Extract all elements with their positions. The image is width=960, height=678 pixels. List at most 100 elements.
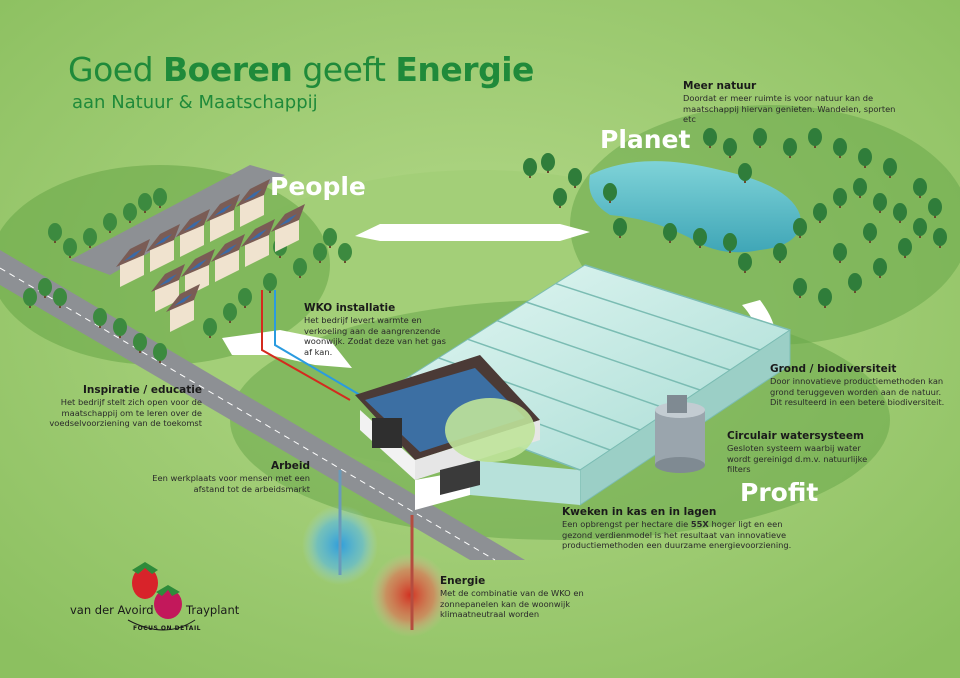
tree: [858, 148, 872, 168]
house: [176, 209, 210, 257]
tree: [723, 138, 737, 158]
tree: [113, 318, 127, 338]
tree: [553, 188, 567, 208]
house: [151, 264, 185, 312]
tree: [83, 228, 97, 248]
tree: [773, 243, 787, 263]
label-arbeid: Arbeid Een werkplaats voor mensen met ee…: [140, 460, 310, 494]
tree: [738, 253, 752, 273]
road-marking: [0, 267, 496, 561]
water-tank: [655, 395, 705, 473]
barn: [355, 355, 540, 510]
tree: [613, 218, 627, 238]
tree: [898, 238, 912, 258]
house: [206, 194, 240, 242]
lake: [589, 161, 801, 253]
tree: [541, 153, 555, 173]
label-meer-natuur: Meer natuur Doordat er meer ruimte is vo…: [683, 80, 908, 125]
tree: [313, 243, 327, 263]
tree: [133, 333, 147, 353]
tree: [753, 128, 767, 148]
subtitle: aan Natuur & Maatschappij: [72, 92, 318, 113]
tree: [933, 228, 947, 248]
tree: [693, 228, 707, 248]
tree: [603, 183, 617, 203]
logo-trayplant: Trayplant: [186, 603, 240, 617]
tree: [833, 188, 847, 208]
tree: [293, 258, 307, 278]
label-grond: Grond / biodiversiteit Door innovatieve …: [770, 363, 945, 408]
tree: [153, 188, 167, 208]
label-kweken-desc: Een opbrengst per hectare die 55X hoger …: [562, 519, 792, 550]
label-inspiratie-title: Inspiratie / educatie: [82, 384, 202, 396]
label-inspiratie: Inspiratie / educatie Het bedrijf stelt …: [40, 384, 202, 429]
tree: [883, 158, 897, 178]
pillar-people: People: [270, 172, 366, 201]
tree: [663, 223, 677, 243]
tree: [848, 273, 862, 293]
label-arbeid-title: Arbeid: [270, 460, 310, 472]
tree: [338, 243, 352, 263]
cycle-arrow-left: [222, 330, 352, 368]
tree: [863, 223, 877, 243]
label-kweken: Kweken in kas en in lagen Een opbrengst …: [562, 506, 792, 551]
tree: [913, 178, 927, 198]
tree: [223, 303, 237, 323]
tree: [238, 288, 252, 308]
tree: [873, 258, 887, 278]
tree: [93, 308, 107, 328]
label-energie-desc: Met de combinatie van de WKO en zonnepan…: [440, 588, 584, 619]
house: [166, 284, 200, 332]
tree: [833, 138, 847, 158]
tree: [928, 198, 942, 218]
house: [241, 219, 275, 267]
trees: [23, 128, 947, 363]
tree: [893, 203, 907, 223]
tree: [873, 193, 887, 213]
tree: [808, 128, 822, 148]
tree: [53, 288, 67, 308]
tree: [723, 233, 737, 253]
label-energie-title: Energie: [440, 575, 486, 587]
label-circulair: Circulair watersysteem Gesloten systeem …: [727, 430, 887, 475]
tree: [853, 178, 867, 198]
label-kweken-title: Kweken in kas en in lagen: [562, 506, 717, 518]
label-inspiratie-desc: Het bedrijf stelt zich open voor de maat…: [49, 397, 202, 428]
tree: [818, 288, 832, 308]
cycle-arrow-top: [355, 224, 590, 241]
tree: [738, 163, 752, 183]
houses: [116, 179, 305, 332]
wko-pipe-red: [261, 290, 351, 401]
house: [271, 204, 305, 252]
tree: [48, 223, 62, 243]
label-wko-desc: Het bedrijf levert warmte en verkoeling …: [304, 315, 446, 357]
tree: [793, 278, 807, 298]
tree: [23, 288, 37, 308]
tree: [913, 218, 927, 238]
tree: [203, 318, 217, 338]
tree: [38, 278, 52, 298]
tree: [138, 193, 152, 213]
logo-tagline: FOCUS ON DETAIL: [133, 625, 202, 632]
label-meer-natuur-title: Meer natuur: [683, 80, 757, 92]
tree: [793, 218, 807, 238]
pillar-profit: Profit: [740, 478, 819, 507]
tree: [63, 238, 77, 258]
tree: [123, 203, 137, 223]
house: [211, 234, 245, 282]
village-road: [70, 165, 285, 275]
tree: [153, 343, 167, 363]
house: [116, 239, 150, 287]
tree: [813, 203, 827, 223]
tree: [783, 138, 797, 158]
tree: [833, 243, 847, 263]
house: [236, 179, 270, 227]
logo-van-der-avoird: van der Avoird: [70, 603, 154, 617]
main-title: Goed Boeren geeft Energie: [68, 50, 534, 89]
pillar-planet: Planet: [600, 125, 691, 154]
tree: [323, 228, 337, 248]
label-grond-title: Grond / biodiversiteit: [770, 363, 897, 375]
strawberry-logo: [127, 562, 196, 631]
